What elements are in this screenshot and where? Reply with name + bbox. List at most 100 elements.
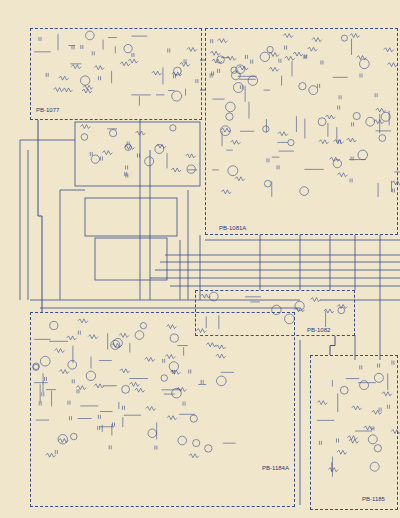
resistor-symbol — [317, 401, 327, 405]
trace-line — [355, 431, 372, 432]
capacitor-symbol — [189, 370, 191, 374]
trace-line — [91, 357, 92, 369]
capacitor-symbol — [251, 60, 253, 64]
transistor-symbol — [170, 334, 178, 342]
resistor-symbol — [46, 453, 56, 457]
circuit-board: PB-1184A — [30, 312, 295, 507]
capacitor-symbol — [132, 53, 134, 57]
trace-line — [34, 339, 50, 340]
trace-line — [264, 90, 271, 91]
capacitor-symbol — [392, 188, 394, 192]
resistor-symbol — [311, 298, 321, 302]
transistor-symbol — [260, 52, 269, 61]
capacitor-symbol — [137, 153, 139, 157]
resistor-symbol — [325, 115, 335, 119]
transistor-symbol — [91, 155, 99, 163]
trace-line — [111, 71, 112, 83]
transistor-symbol — [374, 373, 383, 382]
transistor-symbol — [81, 134, 88, 141]
resistor-symbol — [88, 335, 98, 339]
capacitor-symbol — [350, 178, 352, 182]
trace-line — [389, 111, 390, 126]
transistor-symbol — [40, 356, 50, 366]
trace-line — [131, 94, 151, 95]
trace-line — [103, 40, 104, 50]
transistor-symbol — [122, 385, 130, 393]
trace-line — [185, 89, 186, 96]
transistor-symbol — [178, 436, 187, 445]
transistor-symbol — [267, 46, 273, 52]
circuit-board: PB-1077 — [30, 28, 202, 120]
trace-line — [271, 181, 272, 196]
resistor-symbol — [350, 34, 360, 38]
trace-line — [198, 384, 206, 385]
trace-line — [129, 343, 130, 353]
capacitor-symbol — [100, 157, 102, 161]
resistor-symbol — [156, 144, 166, 148]
trace-line — [226, 150, 233, 151]
resistor-symbol — [119, 333, 129, 337]
resistor-symbol — [269, 67, 279, 71]
resistor-symbol — [102, 151, 112, 155]
resistor-symbol — [374, 120, 384, 124]
resistor-symbol — [80, 125, 90, 129]
capacitor-symbol — [201, 380, 203, 384]
resistor-symbol — [382, 392, 392, 396]
transistor-symbol — [170, 125, 176, 131]
resistor-symbol — [166, 325, 176, 329]
capacitor-symbol — [90, 152, 92, 156]
resistor-symbol — [357, 56, 367, 60]
trace-line — [111, 424, 112, 435]
resistor-symbol — [55, 349, 65, 353]
capacitor-symbol — [81, 45, 83, 49]
trace-line — [272, 157, 280, 158]
transistor-symbol — [272, 305, 281, 314]
transistor-symbol — [71, 433, 78, 440]
capacitor-symbol — [46, 73, 48, 77]
capacitor-symbol — [163, 359, 165, 363]
trace-line — [387, 373, 388, 390]
transistor-symbol — [233, 83, 243, 93]
transistor-symbol — [205, 445, 212, 452]
resistor-symbol — [330, 157, 340, 161]
sub-board — [75, 122, 200, 186]
trace-line — [238, 76, 257, 77]
trace-line — [239, 79, 256, 80]
transistor-symbol — [353, 112, 360, 119]
capacitor-symbol — [72, 379, 74, 383]
trace-line — [139, 96, 140, 105]
trace-line — [177, 345, 187, 346]
resistor-symbol — [324, 309, 334, 313]
trace-line — [337, 393, 338, 412]
resistor-symbol — [152, 71, 162, 75]
resistor-symbol — [387, 63, 397, 67]
resistor-symbol — [63, 88, 73, 92]
trace-line — [277, 142, 287, 143]
resistor-symbol — [54, 88, 64, 92]
resistor-symbol — [180, 62, 190, 66]
trace-line — [250, 301, 260, 302]
trace-line — [78, 418, 92, 419]
resistor-symbol — [319, 140, 329, 144]
transistor-symbol — [217, 56, 225, 64]
resistor-symbol — [78, 319, 88, 323]
trace-line — [296, 116, 297, 132]
capacitor-symbol — [351, 157, 353, 161]
capacitor-symbol — [352, 122, 354, 126]
transistor-symbol — [109, 129, 116, 136]
trace-line — [206, 317, 207, 329]
resistor-symbol — [238, 66, 248, 70]
resistor-symbol — [307, 47, 317, 51]
trace-line — [40, 384, 41, 402]
trace-line — [349, 159, 366, 160]
transistor-symbol — [58, 434, 67, 443]
capacitor-symbol — [318, 84, 320, 88]
trace-line — [108, 37, 117, 38]
trace-line — [331, 462, 332, 472]
transistor-symbol — [340, 386, 348, 394]
resistor-symbol — [125, 145, 135, 149]
resistor-symbol — [186, 154, 196, 158]
board-label: PB-1077 — [35, 107, 60, 114]
transistor-symbol — [209, 292, 218, 301]
